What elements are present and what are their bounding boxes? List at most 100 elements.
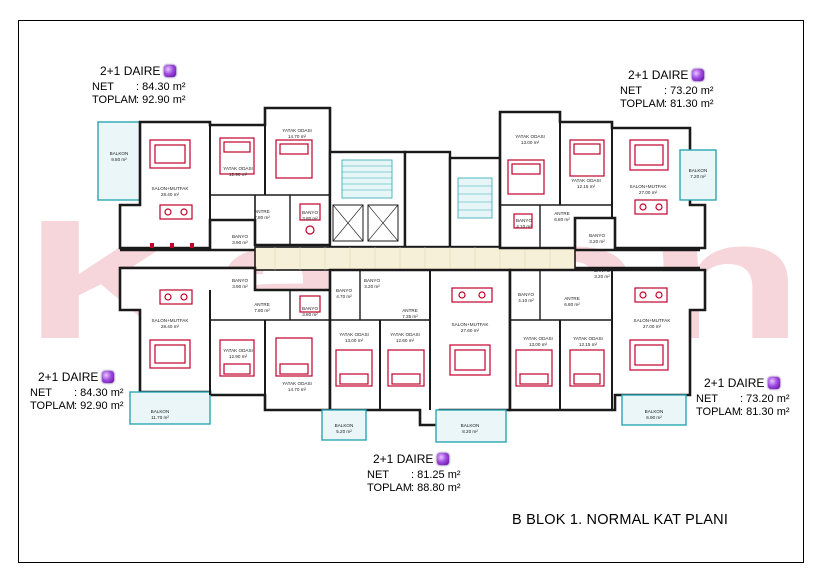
room-area: 7.35 m² (402, 314, 418, 319)
room-label: BANYO (589, 233, 606, 238)
total-value: : 88.80 m² (411, 482, 461, 494)
building-core (328, 150, 502, 249)
room-area: 11.70 m² (151, 415, 169, 420)
unit-label-bottom-right: 2+1 DAIRE NET : 73.20 m² TOPLAM: 81.30 m² (696, 376, 790, 419)
total-label: TOPLAM (92, 94, 138, 106)
room-area: 4.70 m² (336, 294, 352, 299)
room-label: BALKON (645, 409, 664, 414)
room-area: 27.00 m² (643, 324, 662, 329)
room-label: YATAK ODASI (571, 178, 601, 183)
balcony-bottom-left (129, 391, 211, 425)
room-label: SALON+MUTFAK (152, 318, 190, 323)
unit-top-right: YATAK ODASI 13.00 m² YATAK ODASI 12.15 m… (498, 110, 717, 250)
room-area: 6.80 m² (564, 302, 580, 307)
unit-type: 2+1 DAIRE (704, 376, 765, 390)
room-label: BANYO (518, 292, 535, 297)
unit-bottom-right: BANYO 4.10 m² ANTRE 6.80 m² BANYO 3.20 m… (508, 268, 707, 426)
room-label: BANYO (302, 306, 319, 311)
unit-top-left: BALKON 9.80 m² SALON+MUTFAK 28.40 m² YAT… (97, 106, 332, 250)
room-area: 12.15 m² (579, 342, 598, 347)
room-label: BANYO (364, 278, 381, 283)
total-value: : 81.30 m² (740, 406, 790, 418)
unit-bottom-center: BANYO 4.70 m² BANYO 3.20 m² ANTRE 7.35 m… (321, 268, 512, 443)
room-area: 7.80 m² (254, 215, 270, 220)
room-area: 13.00 m² (521, 140, 540, 145)
room-label: YATAK ODASI (515, 134, 545, 139)
net-value: : 84.30 m² (136, 81, 186, 93)
total-value: : 92.90 m² (136, 94, 186, 106)
unit-type: 2+1 DAIRE (628, 68, 689, 82)
unit-type: 2+1 DAIRE (100, 64, 161, 78)
balcony-top-right (679, 149, 717, 201)
unit-bottom-left: SALON+MUTFAK 28.40 m² ANTRE 7.80 m² BANY… (118, 266, 332, 425)
room-label: YATAK ODASI (282, 128, 312, 133)
room-area: 3.20 m² (594, 274, 610, 279)
room-area: 12.90 m² (229, 172, 248, 177)
room-label: BANYO (594, 268, 611, 273)
room-area: 3.80 m² (302, 312, 318, 317)
room-area: 4.10 m² (518, 298, 534, 303)
room-area: 3.90 m² (232, 284, 248, 289)
room-label: SALON+MUTFAK (634, 318, 672, 323)
room-label: YATAK ODASI (523, 336, 553, 341)
gem-icon (768, 377, 781, 389)
balcony-bottom-center-1 (321, 409, 367, 441)
room-label: ANTRE (554, 211, 570, 216)
net-label: NET (92, 81, 114, 93)
room-label: BALKON (151, 409, 170, 414)
room-label: SALON+MUTFAK (630, 184, 668, 189)
room-label: ANTRE (254, 302, 270, 307)
net-value: : 81.25 m² (411, 469, 461, 481)
room-area: 8.20 m² (462, 429, 478, 434)
room-area: 27.60 m² (461, 328, 480, 333)
balcony-top-left (97, 121, 141, 201)
room-area: 28.40 m² (161, 192, 180, 197)
unit-label-top-left: 2+1 DAIRE NET : 84.30 m² TOPLAM: 92.90 m² (92, 64, 186, 107)
room-label: ANTRE (564, 296, 580, 301)
net-value: : 84.30 m² (74, 387, 124, 399)
room-area: 7.80 m² (254, 308, 270, 313)
room-area: 13.00 m² (529, 342, 548, 347)
room-label: YATAK ODASI (390, 332, 420, 337)
total-label: TOPLAM (620, 98, 666, 110)
drawing-title: B BLOK 1. NORMAL KAT PLANI (512, 512, 729, 528)
room-area: 28.40 m² (161, 324, 180, 329)
room-area: 12.15 m² (577, 184, 596, 189)
room-label: BANYO (232, 278, 249, 283)
unit-label-top-right: 2+1 DAIRE NET: 73.20 m² TOPLAM: 81.30 m² (620, 68, 714, 111)
total-label: TOPLAM (367, 482, 413, 494)
room-area: 3.80 m² (302, 216, 318, 221)
room-area: 6.90 m² (646, 415, 662, 420)
room-label: YATAK ODASI (223, 348, 253, 353)
room-label: BALKON (110, 151, 129, 156)
balcony-bottom-right (621, 394, 687, 426)
room-area: 12.90 m² (229, 354, 248, 359)
room-label: YATAK ODASI (282, 381, 312, 386)
total-label: TOPLAM (696, 406, 742, 418)
room-area: 27.00 m² (639, 190, 658, 195)
net-label: NET (367, 469, 389, 481)
room-area: 3.90 m² (232, 240, 248, 245)
net-label: NET (696, 393, 718, 405)
room-label: SALON+MUTFAK (452, 322, 490, 327)
room-label: BANYO (516, 218, 533, 223)
room-area: 3.20 m² (364, 284, 380, 289)
unit-type: 2+1 DAIRE (373, 452, 434, 466)
room-label: BALKON (335, 423, 354, 428)
room-label: YATAK ODASI (573, 336, 603, 341)
net-value: : 73.20 m² (740, 393, 790, 405)
total-value: : 81.30 m² (664, 98, 714, 110)
gem-icon (692, 69, 705, 81)
room-area: 14.70 m² (288, 387, 307, 392)
net-label: NET (620, 85, 642, 97)
room-area: 13.00 m² (345, 338, 364, 343)
room-label: YATAK ODASI (223, 166, 253, 171)
room-label: BALKON (461, 423, 480, 428)
room-area: 6.80 m² (554, 217, 570, 222)
gem-icon (102, 371, 115, 383)
room-area: 5.20 m² (336, 429, 352, 434)
corridor (254, 246, 576, 271)
unit-label-bottom-left: 2+1 DAIRE NET: 84.30 m² TOPLAM: 92.90 m² (30, 370, 124, 413)
unit-label-bottom-center: 2+1 DAIRE NET : 81.25 m² TOPLAM: 88.80 m² (367, 452, 461, 495)
